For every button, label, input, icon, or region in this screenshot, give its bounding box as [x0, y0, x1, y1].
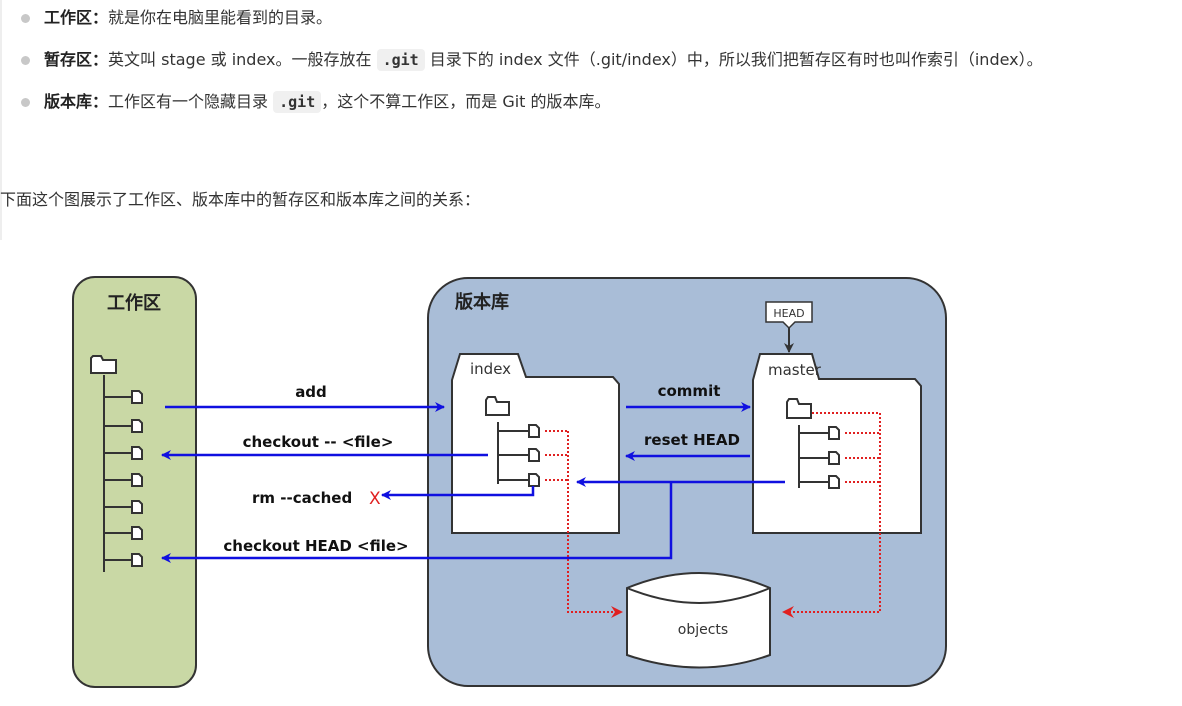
rm-cached-arrow — [381, 486, 535, 500]
head-pointer-box — [765, 301, 813, 330]
definition-text: ，这个不算工作区，而是 Git 的版本库。 — [321, 92, 611, 111]
master-folder — [752, 353, 922, 534]
definition-text: 工作区有一个隐藏目录 — [108, 92, 274, 111]
term-stage: 暂存区 — [44, 50, 93, 69]
bullet-dot-icon — [21, 14, 30, 23]
checkout-head-arrow — [161, 482, 673, 563]
file-icon — [131, 500, 143, 514]
rm-cached-cross-icon: X — [369, 489, 381, 509]
file-icon — [828, 426, 840, 440]
intro-paragraph: 下面这个图展示了工作区、版本库中的暂存区和版本库之间的关系： — [0, 190, 481, 209]
index-label: index — [470, 360, 511, 378]
file-icon — [131, 390, 143, 404]
term-colon: ： — [92, 8, 109, 27]
inline-code: .git — [273, 91, 322, 113]
bullet-dot-icon — [21, 56, 30, 65]
working-files — [104, 390, 143, 567]
file-icon — [131, 419, 143, 433]
list-item-working-dir: 工作区：就是你在电脑里能看到的目录。 — [20, 4, 1180, 32]
index-files — [498, 424, 540, 487]
commit-label: commit — [658, 382, 721, 400]
objects-label: objects — [678, 622, 728, 638]
objects-store-rim — [626, 587, 771, 604]
list-item-repository: 版本库：工作区有一个隐藏目录 .git，这个不算工作区，而是 Git 的版本库。 — [20, 88, 1180, 116]
file-icon — [131, 526, 143, 540]
term-colon: ： — [92, 92, 109, 111]
repository-label: 版本库 — [455, 291, 509, 313]
objects-store — [626, 572, 771, 669]
rm-cached-label: rm --cached — [252, 489, 352, 507]
reset-head-label: reset HEAD — [644, 431, 740, 449]
concept-list: 工作区：就是你在电脑里能看到的目录。 暂存区：英文叫 stage 或 index… — [20, 4, 1180, 130]
checkout-head-label: checkout HEAD <file> — [223, 537, 408, 555]
index-folder — [451, 353, 620, 534]
definition-text: 就是你在电脑里能看到的目录。 — [108, 8, 333, 27]
file-icon — [528, 424, 540, 438]
file-icon — [131, 446, 143, 460]
file-icon — [828, 475, 840, 489]
list-item-stage: 暂存区：英文叫 stage 或 index。一般存放在 .git 目录下的 in… — [20, 46, 1180, 74]
index-folder-icon — [485, 396, 510, 416]
file-icon — [528, 448, 540, 462]
file-icon — [131, 473, 143, 487]
left-border — [0, 0, 2, 240]
definition-text: 目录下的 index 文件（.git/index）中，所以我们把暂存区有时也叫作… — [424, 50, 1043, 69]
master-folder-icon — [786, 398, 812, 419]
term-colon: ： — [92, 50, 109, 69]
bullet-dot-icon — [21, 98, 30, 107]
definition-text: 英文叫 stage 或 index。一般存放在 — [108, 50, 377, 69]
checkout-file-label: checkout -- <file> — [243, 433, 394, 451]
master-files — [799, 426, 840, 489]
master-label: master — [768, 361, 822, 379]
file-icon — [528, 473, 540, 487]
head-label: HEAD — [773, 307, 804, 320]
term-working-dir: 工作区 — [44, 8, 93, 27]
object-links — [545, 412, 881, 612]
working-dir-label: 工作区 — [107, 292, 161, 314]
inline-code: .git — [376, 49, 425, 71]
add-label: add — [295, 383, 327, 401]
working-folder-icon — [90, 355, 117, 374]
file-icon — [828, 451, 840, 465]
term-repository: 版本库 — [44, 92, 93, 111]
file-icon — [131, 553, 143, 567]
